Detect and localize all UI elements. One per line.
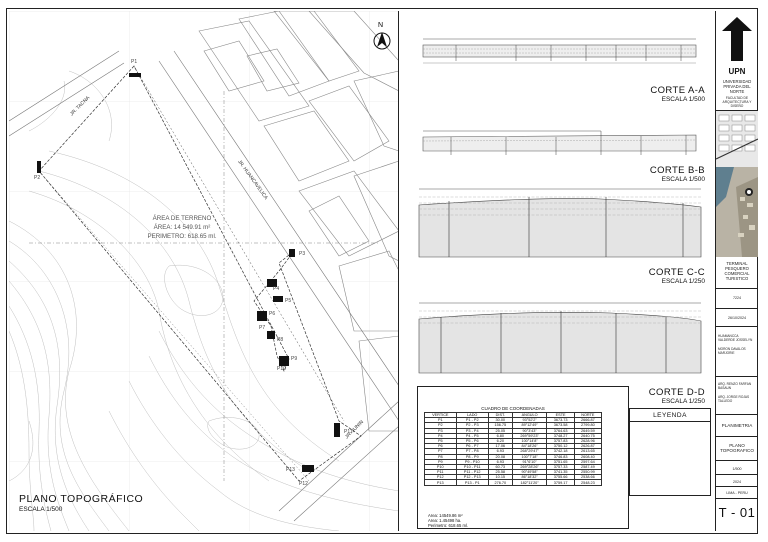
- upn-logo-icon: [722, 17, 752, 61]
- project-code: 7224: [733, 296, 741, 300]
- sections-drawing: [418, 38, 702, 374]
- point-label: P11: [344, 429, 353, 435]
- student-2: MORON DAVALOS MARJORIE: [718, 346, 746, 355]
- project-name-cell: TERMINAL PESQUERO COMERCIAL TURISTICO: [716, 257, 758, 289]
- title-block: UPN UNIVERSIDAD PRIVADA DEL NORTE FACULT…: [715, 11, 759, 531]
- advisor-1: ARQ. RENZO FARFAN BASAUN: [718, 382, 752, 390]
- aerial-photo: [716, 167, 758, 257]
- point-label: P6: [269, 311, 276, 317]
- table-cell: P13: [424, 479, 457, 486]
- section-b-b-profile: [422, 130, 697, 155]
- sheet-year: 2024: [733, 480, 741, 484]
- perimeter-value: PERIMETRO: 618.65 ml.: [147, 233, 217, 240]
- area-label: ÁREA DE TERRENO: [152, 215, 212, 222]
- table-cell: 2548.23: [573, 479, 603, 486]
- student-1: HUAMANCCA VALDERDE JOSSELYN: [718, 334, 753, 342]
- sheet-type: PLANIMETRIA: [721, 423, 753, 428]
- sheet-type-cell: PLANIMETRIA: [716, 415, 758, 437]
- point-label: P10: [277, 366, 286, 372]
- point-label: P13: [286, 467, 295, 473]
- plan-title: PLANO TOPOGRÁFICO: [19, 493, 144, 505]
- section-d-d-profile: [418, 302, 702, 374]
- sheet-number: T - 01: [718, 505, 756, 520]
- students-cell: HUAMANCCA VALDERDE JOSSELYN MORON DAVALO…: [716, 327, 758, 377]
- point-label: P12: [299, 481, 308, 487]
- sheet-place: LIMA - PERU: [726, 491, 748, 495]
- project-name: TERMINAL PESQUERO COMERCIAL TURISTICO: [724, 261, 750, 281]
- advisors-cell: ARQ. RENZO FARFAN BASAUN ARQ. JORGE ROJA…: [716, 377, 758, 415]
- location-map: [715, 111, 759, 167]
- location-map-image: [715, 111, 759, 167]
- project-date: 26/10/2024: [728, 316, 746, 320]
- svg-text:N: N: [378, 22, 383, 29]
- university-name: UNIVERSIDAD PRIVADA DEL NORTE: [722, 79, 752, 94]
- topographic-plan: N JR. TACNA JR. HUANCAVELICA JR. JUNIN P…: [9, 11, 399, 531]
- scale-cell: 1/500: [716, 461, 758, 475]
- logo-text: UPN: [728, 67, 746, 76]
- point-label: P4: [273, 286, 280, 292]
- table-cell: P13 - P1: [455, 479, 489, 486]
- coordinates-title: CUADRO DE COORDENADAS: [481, 406, 545, 411]
- table-cell: 276.70: [487, 479, 513, 486]
- table-cell: 3759.17: [546, 479, 575, 486]
- legend-box: LEYENDA: [629, 408, 711, 496]
- coordinates-notes: Area: 14549.86 m² Area: 1.45498 ha. Peri…: [428, 513, 469, 528]
- point-label: P8: [277, 337, 284, 343]
- plan-scale: ESCALA 1/500: [19, 506, 63, 513]
- sheet-name: PLANO TOPOGRAFICO: [720, 443, 754, 454]
- place-cell: LIMA - PERU: [716, 487, 758, 499]
- sheet-number-cell: T - 01: [716, 499, 758, 531]
- area-value: ÁREA: 14 549.91 m²: [153, 224, 211, 231]
- plan-drawing: N: [9, 11, 398, 531]
- date-cell: 26/10/2024: [716, 309, 758, 327]
- section-c-c-profile: [418, 188, 702, 258]
- point-label: P1: [131, 59, 138, 65]
- section-a-a-profile: [422, 38, 697, 64]
- point-label: P9: [291, 356, 298, 362]
- advisor-2: ARQ. JORGE ROJAS TALLEDO: [718, 394, 750, 403]
- university-header: UPN UNIVERSIDAD PRIVADA DEL NORTE FACULT…: [716, 11, 758, 111]
- sheet-name-cell: PLANO TOPOGRAFICO: [716, 437, 758, 461]
- drawing-sheet: N JR. TACNA JR. HUANCAVELICA JR. JUNIN P…: [6, 8, 759, 534]
- point-label: P7: [259, 325, 266, 331]
- code-cell: 7224: [716, 289, 758, 309]
- faculty-name: FACULTAD DE ARQUITECTURA Y DISEÑO: [722, 96, 752, 108]
- point-label: P2: [34, 175, 41, 181]
- point-label: P5: [285, 298, 292, 304]
- area-annotation: ÁREA DE TERRENO ÁREA: 14 549.91 m² PERIM…: [122, 214, 242, 241]
- aerial-photo-image: [716, 167, 758, 257]
- north-arrow-icon: N: [373, 22, 391, 50]
- table-cell: 182°11'20": [511, 479, 548, 486]
- year-cell: 2024: [716, 475, 758, 487]
- point-label: P3: [299, 251, 306, 257]
- sheet-scale: 1/500: [732, 467, 742, 471]
- legend-title: LEYENDA: [653, 412, 687, 419]
